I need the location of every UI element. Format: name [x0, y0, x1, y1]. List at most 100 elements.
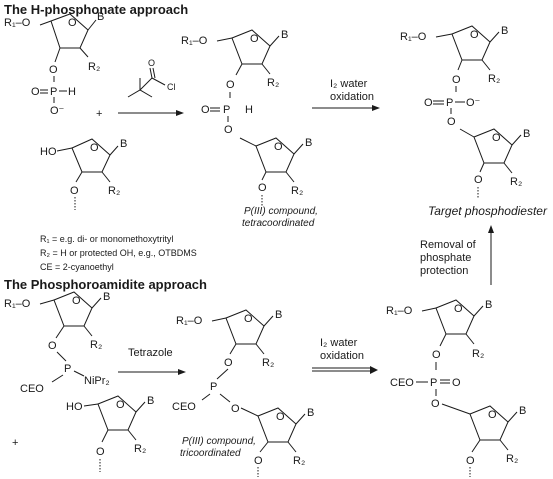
r2-label: R₂: [488, 73, 500, 85]
r1o-label: R₁–O: [181, 35, 208, 47]
r2-label: R₂: [472, 348, 484, 360]
ring-oxygen: O: [244, 313, 253, 325]
ho-label: HO: [66, 401, 83, 413]
r2-label: R₂: [90, 339, 102, 351]
p-hydrogen: H: [245, 104, 253, 116]
nipr2-label: NiPr₂: [84, 375, 110, 387]
o-minus-label: O⁻: [50, 105, 65, 117]
r2-label: R₂: [293, 455, 305, 467]
caption-piii-tri-line1: P(III) compound,: [182, 436, 256, 447]
o3-oxygen: O: [49, 64, 58, 76]
label-removal-2: phosphate: [420, 252, 471, 264]
p-oxo-oxygen: O: [452, 377, 461, 389]
r2-label: R₂: [291, 185, 303, 197]
phosphorus-label: P: [64, 363, 71, 375]
chlorine-label: Cl: [167, 82, 176, 92]
label-i2-water-bottom: I₂ water: [320, 337, 358, 349]
phosphite-triester: R₁–O O B R₂ O P CEO O O B R₂ O: [172, 309, 314, 477]
o3-oxygen: O: [474, 174, 483, 186]
r2-label: R₂: [108, 185, 120, 197]
o5-oxygen: O: [224, 124, 233, 136]
base-label: B: [485, 299, 492, 311]
ring-oxygen: O: [454, 303, 463, 315]
caption-target: Target phosphodiester: [428, 204, 548, 218]
ring-oxygen: O: [492, 132, 501, 144]
o-minus-label: O⁻: [466, 97, 481, 109]
h-phosphonate-monomer: R₁–O O B R₂ O O P H O⁻: [4, 11, 104, 117]
phosphorus-label: P: [223, 104, 230, 116]
base-label: B: [147, 395, 154, 407]
ceo-label: CEO: [390, 377, 414, 389]
legend-r2: R₂ = H or protected OH, e.g., OTBDMS: [40, 248, 197, 258]
p-oxo-oxygen: O: [424, 97, 433, 109]
ring-oxygen: O: [90, 142, 99, 154]
plus-sign: +: [12, 437, 18, 449]
p-oxo-oxygen: O: [31, 86, 40, 98]
r2-label: R₂: [506, 453, 518, 465]
r1o-label: R₁–O: [400, 31, 427, 43]
o3-oxygen: O: [48, 340, 57, 352]
o3-oxygen: O: [226, 79, 235, 91]
heading-h-phosphonate: The H-phosphonate approach: [4, 2, 188, 17]
ho-label: HO: [40, 146, 57, 158]
phosphorus-label: P: [210, 381, 217, 393]
r1o-label: R₁–O: [4, 17, 31, 29]
target-phosphodiester: R₁–O O B R₂ O O P O⁻ O O B R₂ O: [400, 25, 530, 199]
o3-oxygen: O: [432, 349, 441, 361]
r1o-label: R₁–O: [176, 315, 203, 327]
nucleoside-ho-2: HO O B R₂ O: [66, 395, 154, 472]
base-label: B: [501, 25, 508, 37]
label-removal-3: protection: [420, 265, 468, 277]
label-i2-water-top: I₂ water: [330, 78, 368, 90]
caption-piii-tri-line2: tricoordinated: [180, 448, 241, 459]
base-label: B: [305, 137, 312, 149]
p-hydrogen: H: [68, 86, 76, 98]
ring-oxygen: O: [470, 29, 479, 41]
r2-label: R₂: [88, 61, 100, 73]
o3-oxygen: O: [70, 185, 79, 197]
ring-oxygen: O: [274, 141, 283, 153]
phosphorus-label: P: [446, 97, 453, 109]
r2-label: R₂: [510, 176, 522, 188]
base-label: B: [523, 128, 530, 140]
phosphoramidite-monomer: R₁–O O B R₂ O P CEO NiPr₂: [4, 291, 110, 395]
base-label: B: [275, 309, 282, 321]
o5-oxygen: O: [431, 398, 440, 410]
ceo-label: CEO: [20, 383, 44, 395]
label-removal-1: Removal of: [420, 239, 477, 251]
phosphorus-label: P: [50, 86, 57, 98]
acyl-oxygen: O: [148, 58, 155, 68]
ring-oxygen: O: [68, 17, 77, 29]
r1o-label: R₁–O: [386, 305, 413, 317]
plus-sign: +: [96, 108, 102, 120]
h-phosphonate-diester: R₁–O O B R₂ O O P H O O B R₂ O: [181, 29, 312, 207]
o3-oxygen: O: [254, 455, 263, 467]
label-tetrazole: Tetrazole: [128, 347, 173, 359]
ring-oxygen: O: [250, 33, 259, 45]
nucleoside-ho: HO O B R₂ O: [40, 138, 127, 210]
caption-piii-tetra-line1: P(III) compound,: [244, 206, 318, 217]
base-label: B: [97, 11, 104, 23]
o3-oxygen: O: [96, 446, 105, 458]
o5-oxygen: O: [231, 403, 240, 415]
r2-label: R₂: [267, 77, 279, 89]
label-oxidation-bottom: oxidation: [320, 350, 364, 362]
o5-oxygen: O: [447, 116, 456, 128]
ring-oxygen: O: [276, 411, 285, 423]
r1o-label: R₁–O: [4, 298, 31, 310]
caption-piii-tetra-line2: tetracoordinated: [242, 218, 315, 229]
o3-oxygen: O: [224, 357, 233, 369]
base-label: B: [519, 405, 526, 417]
r2-label: R₂: [134, 443, 146, 455]
base-label: B: [307, 407, 314, 419]
base-label: B: [103, 291, 110, 303]
base-label: B: [120, 138, 127, 150]
phosphate-triester: R₁–O O B R₂ O CEO P O O O B R₂ O: [386, 299, 526, 477]
r2-label: R₂: [262, 357, 274, 369]
phosphorus-label: P: [430, 377, 437, 389]
ring-oxygen: O: [72, 295, 81, 307]
legend-ce: CE = 2-cyanoethyl: [40, 262, 114, 272]
ring-oxygen: O: [488, 409, 497, 421]
pivaloyl-chloride: O Cl: [127, 58, 176, 98]
